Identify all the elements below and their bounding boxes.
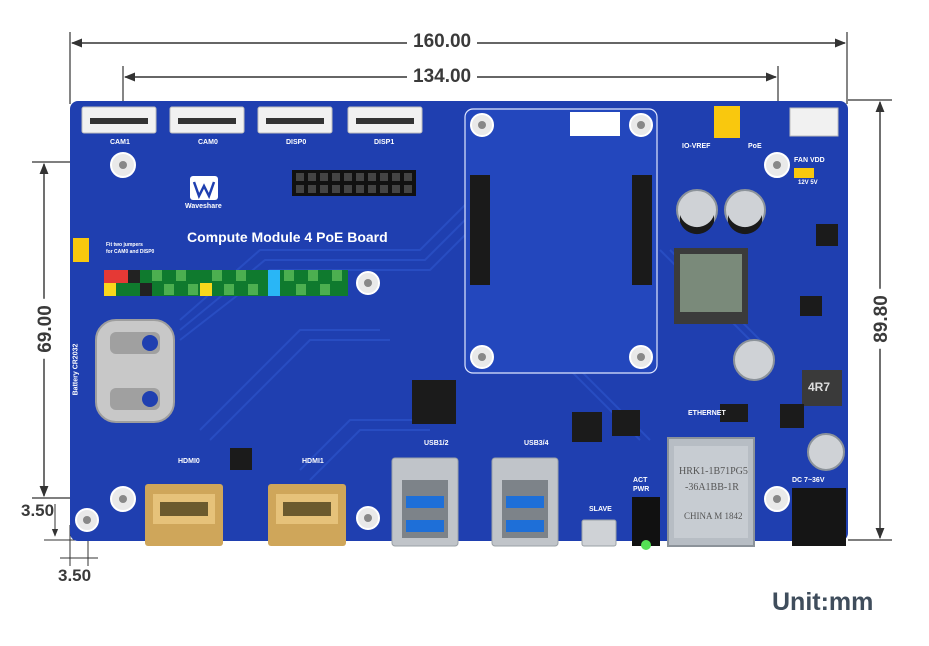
label-battery: Battery CR2032 xyxy=(72,343,80,396)
label-inductor: 4R7 xyxy=(808,380,831,394)
label-act-pwr: ACT PWR xyxy=(633,477,650,493)
capacitor-3 xyxy=(733,339,775,381)
label-disp1: DISP1 xyxy=(374,139,395,146)
camera-jumper xyxy=(73,238,89,262)
fan-connector xyxy=(789,107,839,137)
label-poe: PoE xyxy=(748,143,762,150)
slave-usb-port xyxy=(581,519,617,547)
label-fan-volts: 12V 5V xyxy=(798,180,818,186)
capacitor-4 xyxy=(807,433,845,471)
label-ethernet: ETHERNET xyxy=(688,410,726,417)
usb34-port xyxy=(491,457,559,547)
label-hdmi1: HDMI1 xyxy=(302,458,324,465)
cm4-connector-left xyxy=(470,175,490,285)
dim-label-160: 160.00 xyxy=(407,31,478,53)
label-usb12: USB1/2 xyxy=(424,440,449,447)
label-rj45-3: CHINA M 1842 xyxy=(684,511,743,521)
hdmi0-port xyxy=(145,484,223,546)
dc-jack xyxy=(792,488,846,546)
label-cam0: CAM0 xyxy=(198,139,218,146)
hdmi1-port xyxy=(268,484,346,546)
label-io-vref: IO-VREF xyxy=(682,143,711,150)
dim-label-3-50-h: 3.50 xyxy=(58,566,92,585)
cm4-socket-outline xyxy=(464,108,658,374)
label-cam1: CAM1 xyxy=(110,139,130,146)
label-fan-vdd: FAN VDD xyxy=(794,157,825,164)
inductor xyxy=(802,370,842,406)
label-usb34: USB3/4 xyxy=(524,440,549,447)
label-disp0: DISP0 xyxy=(286,139,307,146)
label-rj45-1: HRK1-1B71PG5 xyxy=(679,466,748,477)
board-title-text: Compute Module 4 PoE Board xyxy=(187,229,388,245)
label-hdmi0: HDMI0 xyxy=(178,458,200,465)
fan-vdd-jumper xyxy=(794,168,814,178)
label-jumper-note-1: Fit two jumpers xyxy=(106,242,143,248)
label-rj45-2: -36A1BB-1R xyxy=(685,482,739,493)
dim-label-134: 134.00 xyxy=(407,66,478,88)
label-jumper-note-2: for CAM0 and DISP0 xyxy=(106,249,155,255)
brand-label: Waveshare xyxy=(185,203,222,210)
dim-label-3-50-v: 3.50 xyxy=(21,501,55,520)
usb-hub-chip xyxy=(412,380,456,424)
cm4-connector-right xyxy=(632,175,652,285)
io-vref-jumper xyxy=(714,106,740,138)
act-pwr-led xyxy=(632,497,660,546)
label-slave: SLAVE xyxy=(589,506,612,513)
unit-label: Unit:mm xyxy=(772,588,874,616)
label-dc-in: DC 7~36V xyxy=(792,477,825,484)
usb12-port xyxy=(391,457,459,547)
